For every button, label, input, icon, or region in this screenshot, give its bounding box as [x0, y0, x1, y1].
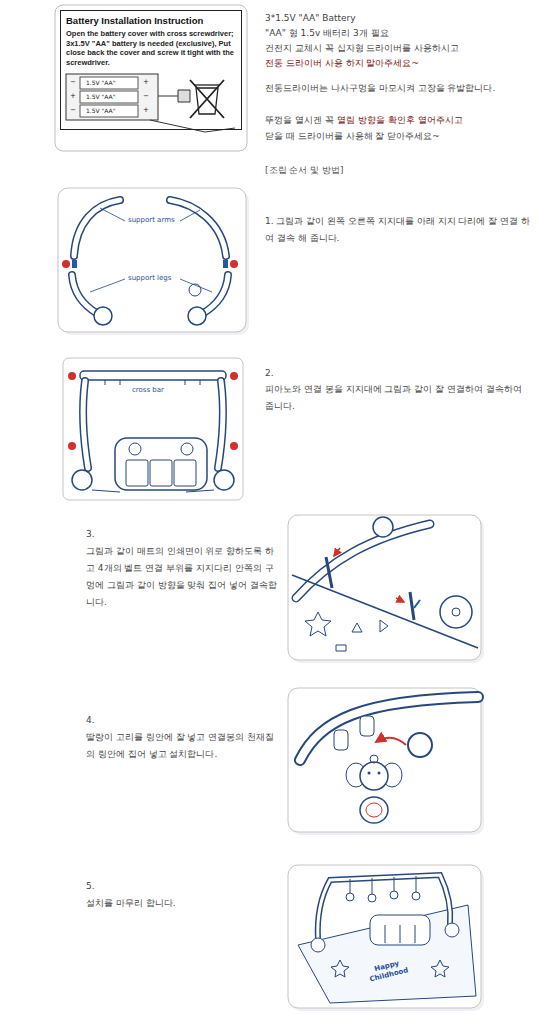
polarity-sign: −: [143, 92, 149, 101]
step-text: 1. 그림과 같이 왼쪽 오른쪽 지지대를 아래 지지 다리에 잘 연결 하여 …: [265, 213, 533, 247]
step-number: 2.: [265, 365, 365, 382]
part-name: support arms: [128, 216, 175, 225]
box-body: Open the battery cover with cross screwd…: [66, 29, 236, 67]
part-name: cross bar: [132, 386, 164, 395]
polarity-sign: +: [143, 78, 149, 87]
step-number: 3.: [86, 526, 186, 543]
warning-text: 열림 방향을 확인후 열어주시고: [337, 112, 463, 129]
warning-text: 전동 드라이버 사용 하지 말아주세요~: [265, 55, 535, 72]
step-number: 5.: [86, 878, 186, 895]
note-text: 뚜껑을 열시겐 꼭: [265, 112, 334, 129]
polarity-sign: −: [70, 106, 76, 115]
step-text: 딸랑이 고리를 링안에 잘 넣고 연결봉의 천재질의 링안에 집어 넣고 설치합…: [86, 729, 282, 763]
note-text: 3*1.5V "AA" Battery: [265, 10, 535, 27]
cell-label: 1.5V "AA": [86, 107, 115, 115]
note-text: 전동드라이버는 나사구멍을 마모시켜 고장을 유발합니다.: [265, 80, 535, 97]
note-text: 닫을 때 드라이버를 사용해 잘 닫아주세요~: [265, 128, 535, 145]
cell-label: 1.5V "AA": [86, 79, 115, 87]
section-heading: [조립 순서 및 방법]: [265, 162, 535, 179]
part-name: support legs: [128, 274, 171, 283]
step-text: 피아노와 연결 봉을 지지대에 그림과 같이 잘 연결하여 결속하여 줍니다.: [265, 381, 533, 415]
step-text: 그림과 같이 매트의 인쇄면이 위로 향하도록 하고 4개의 벨트 연결 부위를…: [86, 543, 282, 611]
step-text: 설치를 마무리 합니다.: [86, 895, 282, 912]
step-number: 4.: [86, 712, 186, 729]
polarity-sign: +: [143, 106, 149, 115]
box-title: Battery Installation Instruction: [66, 15, 236, 27]
note-text: "AA" 형 1.5v 배터리 3개 필요: [265, 25, 535, 42]
polarity-sign: +: [70, 92, 76, 101]
cell-label: 1.5V "AA": [86, 93, 115, 101]
polarity-sign: −: [70, 78, 76, 87]
note-text: 건전지 교체시 꼭 십자형 드라이버를 사용하시고: [265, 40, 535, 57]
